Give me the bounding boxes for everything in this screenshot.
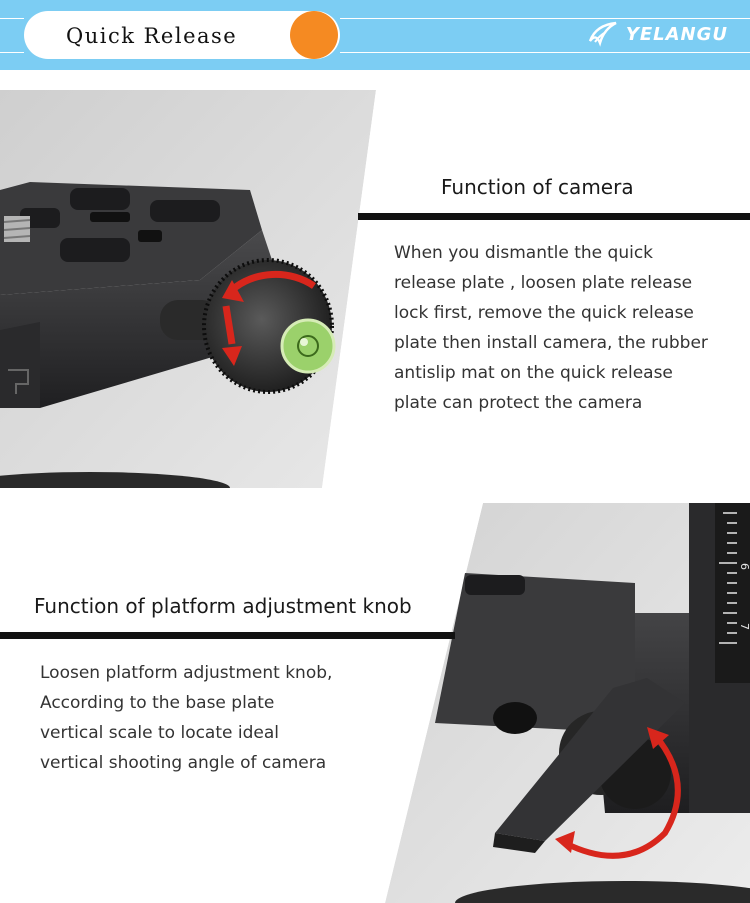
divider [340, 18, 750, 19]
body-line: Loosen platform adjustment knob, [40, 663, 333, 683]
page-title: Quick Release [66, 24, 238, 48]
body-line: vertical scale to locate ideal [40, 723, 279, 743]
bubble-level-icon [280, 318, 336, 374]
brand-logo: YELANGU [586, 19, 728, 49]
body-line: plate then install camera, the rubber [394, 333, 708, 353]
body-line: When you dismantle the quick [394, 243, 654, 263]
body-line: vertical shooting angle of camera [40, 753, 327, 773]
section-body: Loosen platform adjustment knob, Accordi… [40, 658, 332, 778]
brand-name: YELANGU [625, 23, 728, 45]
body-line: antislip mat on the quick release [394, 363, 673, 383]
rotate-arrow-icon [555, 727, 681, 859]
divider [0, 52, 24, 53]
accent-dot [290, 11, 338, 59]
body-line: According to the base plate [40, 693, 275, 713]
divider [340, 52, 750, 53]
section-title: Function of platform adjustment knob [34, 594, 412, 618]
rotate-arrow-icon [222, 270, 316, 366]
title-pill: Quick Release [24, 11, 340, 59]
header-banner: Quick Release YELANGU [0, 0, 750, 70]
body-line: lock first, remove the quick release [394, 303, 694, 323]
section-title: Function of camera [441, 175, 634, 199]
product-photo-clamp [0, 90, 376, 488]
section-body: When you dismantle the quick release pla… [394, 238, 708, 418]
scale-mark: 6 [738, 563, 750, 570]
body-line: release plate , loosen plate release [394, 273, 693, 293]
divider-bar [0, 632, 455, 639]
body-line: plate can protect the camera [394, 393, 643, 413]
product-photo-knob: 6 7 [385, 503, 750, 903]
divider [0, 18, 24, 19]
divider-bar [358, 213, 750, 220]
scale-mark: 7 [738, 623, 750, 630]
brand-logo-icon [588, 21, 617, 47]
